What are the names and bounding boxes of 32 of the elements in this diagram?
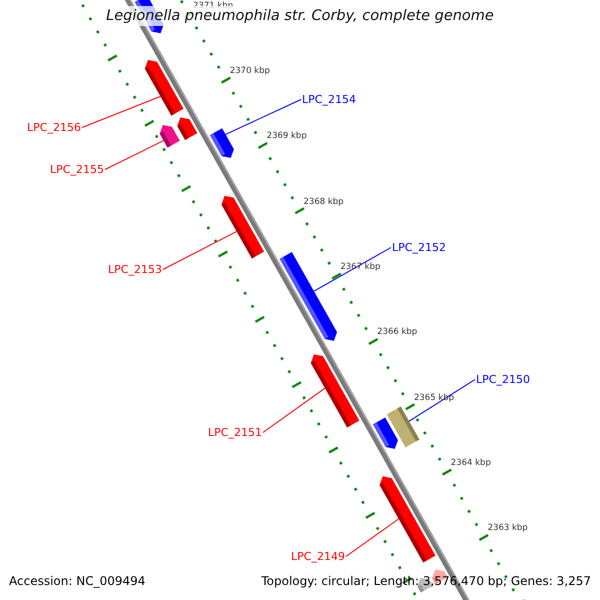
tick-label: 2366 kbp bbox=[377, 327, 418, 338]
tick-label: 2368 kbp bbox=[304, 196, 344, 207]
leader-line bbox=[313, 247, 392, 292]
accession-text: Accession: NC_009494 bbox=[9, 574, 146, 588]
gene-block bbox=[380, 476, 436, 562]
leader-line bbox=[408, 379, 476, 422]
leader-line bbox=[81, 96, 162, 128]
gene-label: LPC_2151 bbox=[208, 426, 262, 439]
tick-label: 2363 kbp bbox=[488, 523, 528, 534]
leader-line bbox=[345, 518, 400, 557]
leader-line bbox=[162, 230, 238, 270]
gene-label: LPC_2156 bbox=[27, 121, 81, 134]
tick-label: 2364 kbp bbox=[450, 458, 491, 468]
gene-block bbox=[144, 60, 184, 116]
leader-line bbox=[225, 99, 302, 135]
gene-label: LPC_2149 bbox=[291, 550, 345, 563]
gene-label: LPC_2150 bbox=[476, 373, 530, 386]
gene-block bbox=[280, 252, 338, 341]
gene-label: LPC_2152 bbox=[392, 241, 446, 254]
leader-line bbox=[262, 388, 326, 433]
gene-block bbox=[310, 354, 360, 428]
gene-block bbox=[386, 406, 420, 448]
gene-label: LPC_2153 bbox=[108, 263, 162, 276]
gene-label: LPC_2154 bbox=[302, 93, 356, 106]
gene-block bbox=[210, 128, 234, 158]
tick-label: 2369 kbp bbox=[266, 131, 307, 142]
tick-label: 2370 kbp bbox=[230, 66, 270, 76]
leader-line bbox=[104, 140, 164, 170]
gene-block bbox=[221, 196, 264, 258]
gene-block bbox=[177, 117, 198, 140]
gene-label: LPC_2155 bbox=[50, 163, 104, 176]
gene-block bbox=[160, 124, 180, 148]
